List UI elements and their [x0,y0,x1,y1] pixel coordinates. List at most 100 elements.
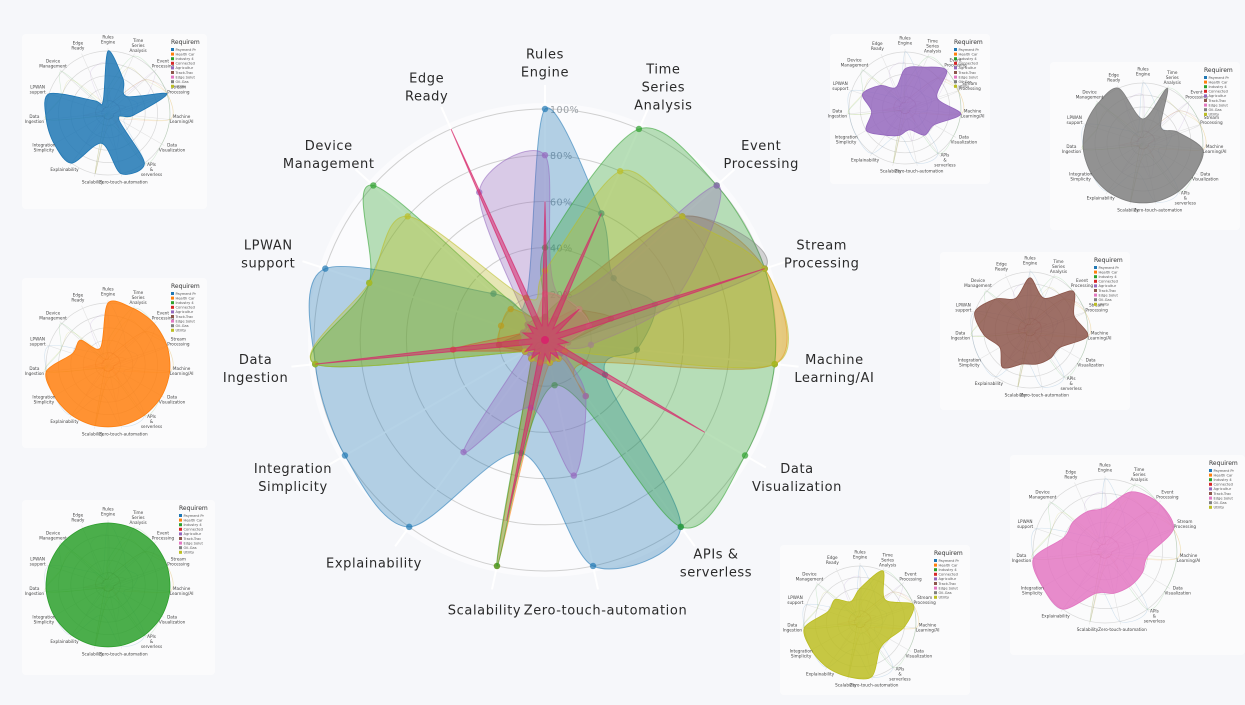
thumbnail-legend-swatch[interactable] [1094,275,1097,279]
thumbnail-legend-swatch[interactable] [954,75,957,79]
highlight-series-area[interactable] [315,128,765,521]
data-point[interactable] [322,265,329,272]
thumbnail-legend-swatch[interactable] [1204,103,1207,107]
data-point[interactable] [541,152,549,159]
data-point[interactable] [370,182,377,189]
thumbnail-radar-agriculture[interactable]: RulesEngineTimeSeriesAnalysisEventProces… [828,36,985,174]
thumbnail-legend-swatch[interactable] [1209,501,1212,505]
thumbnail-legend-swatch[interactable] [1204,89,1207,93]
thumbnail-legend-swatch[interactable] [1094,289,1097,292]
thumbnail-legend-swatch[interactable] [1204,80,1207,84]
thumbnail-legend-swatch[interactable] [934,577,937,581]
thumbnail-legend-swatch[interactable] [171,292,174,295]
thumbnail-legend-swatch[interactable] [1094,266,1097,269]
data-point[interactable] [570,472,578,479]
thumbnail-legend-swatch[interactable] [1204,85,1207,89]
thumbnail-legend-swatch[interactable] [1094,284,1097,288]
thumbnail-legend-swatch[interactable] [171,71,174,74]
data-point[interactable] [541,105,549,113]
data-point[interactable] [460,448,467,456]
thumbnail-legend-swatch[interactable] [171,48,174,51]
data-point[interactable] [551,381,558,389]
data-point[interactable] [679,213,686,220]
thumbnail-legend-swatch[interactable] [1094,298,1097,302]
data-point[interactable] [677,523,684,531]
thumbnail-legend-swatch[interactable] [179,532,182,536]
thumbnail-legend-swatch[interactable] [1094,279,1097,283]
thumbnail-legend-swatch[interactable] [171,80,174,84]
thumbnail-legend-swatch[interactable] [179,541,182,545]
data-point[interactable] [587,341,595,349]
data-point[interactable] [341,452,349,459]
thumbnail-legend-swatch[interactable] [171,319,174,323]
thumbnail-legend-swatch[interactable] [179,546,182,550]
thumbnail-legend-swatch[interactable] [171,315,174,318]
thumbnail-legend-swatch[interactable] [954,57,957,61]
thumbnail-legend-swatch[interactable] [171,57,174,61]
thumbnail-legend-swatch[interactable] [171,66,174,70]
thumbnail-legend-swatch[interactable] [1209,505,1212,509]
data-point[interactable] [589,562,597,570]
thumbnail-legend-swatch[interactable] [179,537,182,540]
data-point[interactable] [610,274,617,282]
thumbnail-legend-swatch[interactable] [1209,487,1212,491]
thumbnail-legend-swatch[interactable] [1204,112,1207,116]
data-point[interactable] [582,392,589,400]
thumbnail-legend-swatch[interactable] [954,84,957,88]
thumbnail-legend-swatch[interactable] [171,310,174,314]
thumbnail-legend-swatch[interactable] [954,61,957,65]
thumbnail-legend-swatch[interactable] [1209,473,1212,477]
thumbnail-legend-swatch[interactable] [1094,302,1097,306]
thumbnail-legend-swatch[interactable] [171,52,174,56]
thumbnail-legend-swatch[interactable] [1204,108,1207,112]
thumbnail-legend-swatch[interactable] [1094,270,1097,274]
data-point[interactable] [366,279,373,287]
data-point[interactable] [406,523,413,531]
data-point[interactable] [404,213,411,220]
thumbnail-legend-swatch[interactable] [179,523,182,527]
thumbnail-legend-swatch[interactable] [1209,469,1212,472]
thumbnail-legend-swatch[interactable] [934,595,937,599]
thumbnail-legend-swatch[interactable] [179,514,182,517]
thumbnail-legend-swatch[interactable] [954,52,957,56]
thumbnail-legend-swatch[interactable] [954,48,957,51]
data-point[interactable] [633,346,641,353]
data-point[interactable] [312,360,319,368]
thumbnail-legend-swatch[interactable] [171,61,174,65]
thumbnail-legend-swatch[interactable] [171,324,174,328]
thumbnail-legend-swatch[interactable] [179,550,182,554]
thumbnail-legend-swatch[interactable] [934,591,937,595]
thumbnail-legend-swatch[interactable] [934,572,937,576]
thumbnail-legend-swatch[interactable] [934,586,937,590]
thumbnail-legend-swatch[interactable] [934,563,937,567]
data-point[interactable] [490,290,497,297]
thumbnail-legend-swatch[interactable] [171,84,174,88]
thumbnail-legend-swatch[interactable] [1209,478,1212,482]
data-point[interactable] [741,452,749,459]
data-point[interactable] [507,305,514,313]
thumbnail-legend-swatch[interactable] [1209,496,1212,500]
data-point[interactable] [493,562,501,570]
data-point[interactable] [616,167,624,175]
series-area[interactable] [309,169,790,369]
thumbnail-legend-swatch[interactable] [179,527,182,531]
data-point[interactable] [771,360,778,368]
thumbnail-legend-swatch[interactable] [171,328,174,332]
thumbnail-legend-swatch[interactable] [934,582,937,585]
thumbnail-legend-swatch[interactable] [954,80,957,84]
data-point[interactable] [635,125,643,133]
thumbnail-legend-swatch[interactable] [1209,482,1212,486]
thumbnail-legend-swatch[interactable] [1209,492,1212,495]
thumbnail-legend-swatch[interactable] [1094,293,1097,297]
thumbnail-legend-swatch[interactable] [171,305,174,309]
thumbnail-legend-swatch[interactable] [934,568,937,572]
thumbnail-legend-swatch[interactable] [171,296,174,300]
thumbnail-legend-swatch[interactable] [1204,94,1207,98]
